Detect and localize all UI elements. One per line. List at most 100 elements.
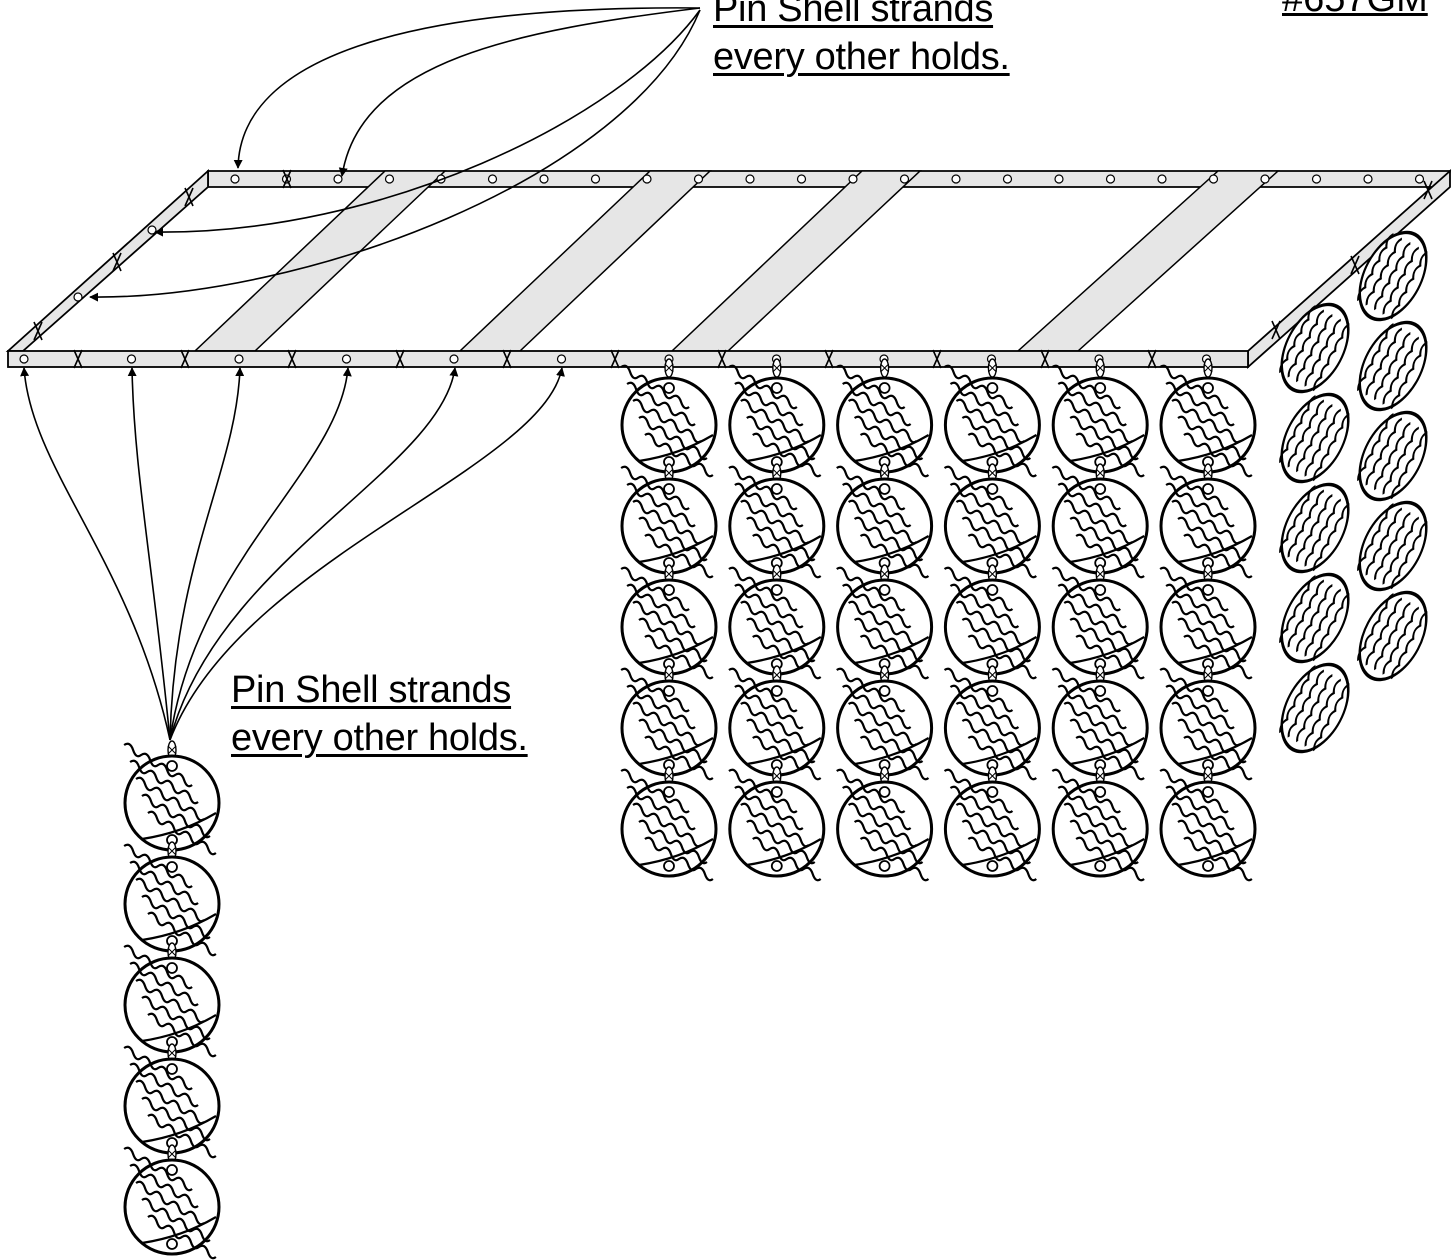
- shell-rib: [746, 434, 822, 463]
- frame-hole: [1054, 174, 1064, 184]
- shell-wave: [1365, 507, 1402, 576]
- shell-bottom-hole: [1202, 860, 1214, 872]
- shell-outline: [1280, 392, 1350, 484]
- shell-wave: [135, 1180, 205, 1226]
- shell-wave: [1391, 521, 1428, 590]
- shell-wave: [1374, 422, 1411, 491]
- shell-rib: [1070, 737, 1145, 766]
- shell-wave: [147, 911, 217, 957]
- shell-wave: [842, 482, 912, 528]
- shell-wave: [135, 776, 205, 822]
- shell: [620, 465, 718, 579]
- jump-ring-pin: [772, 569, 782, 579]
- shell-wave: [728, 667, 798, 713]
- shell-wave: [1075, 735, 1145, 781]
- shell-wave: [847, 499, 918, 545]
- jump-ring-pin: [664, 468, 674, 478]
- x-marker: [1040, 349, 1050, 369]
- shell-wave: [1063, 398, 1133, 444]
- frame-hole: [556, 354, 567, 364]
- shell-wave: [842, 684, 912, 730]
- shell-top-hole: [986, 382, 999, 394]
- shell-wave: [1075, 634, 1145, 680]
- shell: [728, 667, 826, 781]
- shell-wave: [1051, 465, 1121, 511]
- shell-wave: [746, 617, 816, 663]
- frame-hole: [745, 174, 755, 184]
- shell-wave: [638, 718, 708, 764]
- shell-wave: [752, 634, 822, 680]
- shell: [1159, 465, 1257, 579]
- shell: [943, 465, 1041, 579]
- shell-wave: [949, 482, 1020, 528]
- shell-wave: [961, 516, 1032, 562]
- side-shell: [1357, 230, 1428, 322]
- shell-top-hole: [1202, 483, 1214, 495]
- x-marker: [287, 349, 297, 369]
- shell-top-hole: [1094, 685, 1107, 697]
- shell-wave: [1063, 802, 1133, 848]
- x-marker: [932, 349, 942, 369]
- shell-wave: [853, 819, 924, 865]
- shell-wave: [949, 381, 1020, 427]
- x-marker: [33, 321, 43, 341]
- shell-wave: [1069, 617, 1139, 663]
- shell-wave: [949, 684, 1020, 730]
- shell-wave: [961, 617, 1032, 663]
- shell-wave: [644, 533, 714, 579]
- shell-wave: [638, 617, 708, 663]
- left-side-rail: [5, 168, 209, 352]
- shell: [1159, 364, 1257, 478]
- shell-wave: [1171, 701, 1241, 747]
- shell-wave: [1357, 503, 1394, 572]
- shell-rib: [141, 1115, 217, 1144]
- shell-wave: [1313, 683, 1350, 752]
- x-marker: [717, 349, 727, 369]
- jump-ring-pin: [167, 846, 177, 856]
- shell-wave: [1304, 588, 1341, 657]
- shell-wave: [123, 742, 193, 788]
- jump-ring-pin: [988, 468, 997, 478]
- shell-wave: [1183, 836, 1253, 882]
- shell-wave: [644, 432, 714, 478]
- jump-ring-pin: [988, 569, 997, 579]
- shell: [943, 566, 1041, 680]
- shell-wave: [746, 516, 816, 562]
- shell-outline: [620, 780, 718, 878]
- shell-wave: [135, 1079, 205, 1125]
- shell-wave: [1069, 819, 1139, 865]
- shell-wave: [1165, 684, 1235, 730]
- arrow-to-front-hole: [169, 367, 245, 741]
- shell-wave: [740, 802, 810, 848]
- shell-top-hole: [166, 1164, 178, 1176]
- frame-hole: [590, 174, 601, 184]
- shell-wave: [740, 398, 810, 444]
- shell: [728, 566, 826, 680]
- shell-wave: [1171, 398, 1241, 444]
- shell-wave: [129, 860, 199, 906]
- callout-top-line2: every other holds.: [713, 36, 1010, 78]
- shell-wave: [734, 785, 804, 831]
- shell-wave: [955, 499, 1026, 545]
- frame-hole: [487, 174, 498, 184]
- jump-ring-pin: [1203, 670, 1213, 680]
- frame-hole: [1208, 174, 1219, 184]
- shell-top-hole: [663, 483, 675, 495]
- shell-rib: [1177, 535, 1253, 564]
- shell-wave: [1177, 516, 1247, 562]
- shell-wave: [1051, 768, 1121, 814]
- arrow-to-front-hole: [20, 367, 171, 741]
- shell-top-hole: [770, 584, 783, 596]
- shell-wave: [1057, 583, 1127, 629]
- frame-hole: [1363, 174, 1373, 184]
- shell-wave: [1391, 251, 1428, 320]
- side-shell: [1279, 392, 1350, 484]
- shell-top-hole: [1094, 584, 1107, 596]
- shell-wave: [967, 836, 1037, 882]
- jump-ring-pin: [880, 363, 889, 373]
- shell: [728, 768, 826, 882]
- frame-hole: [848, 174, 858, 184]
- shell-wave: [632, 802, 702, 848]
- arrow-to-back-hole: [338, 7, 701, 177]
